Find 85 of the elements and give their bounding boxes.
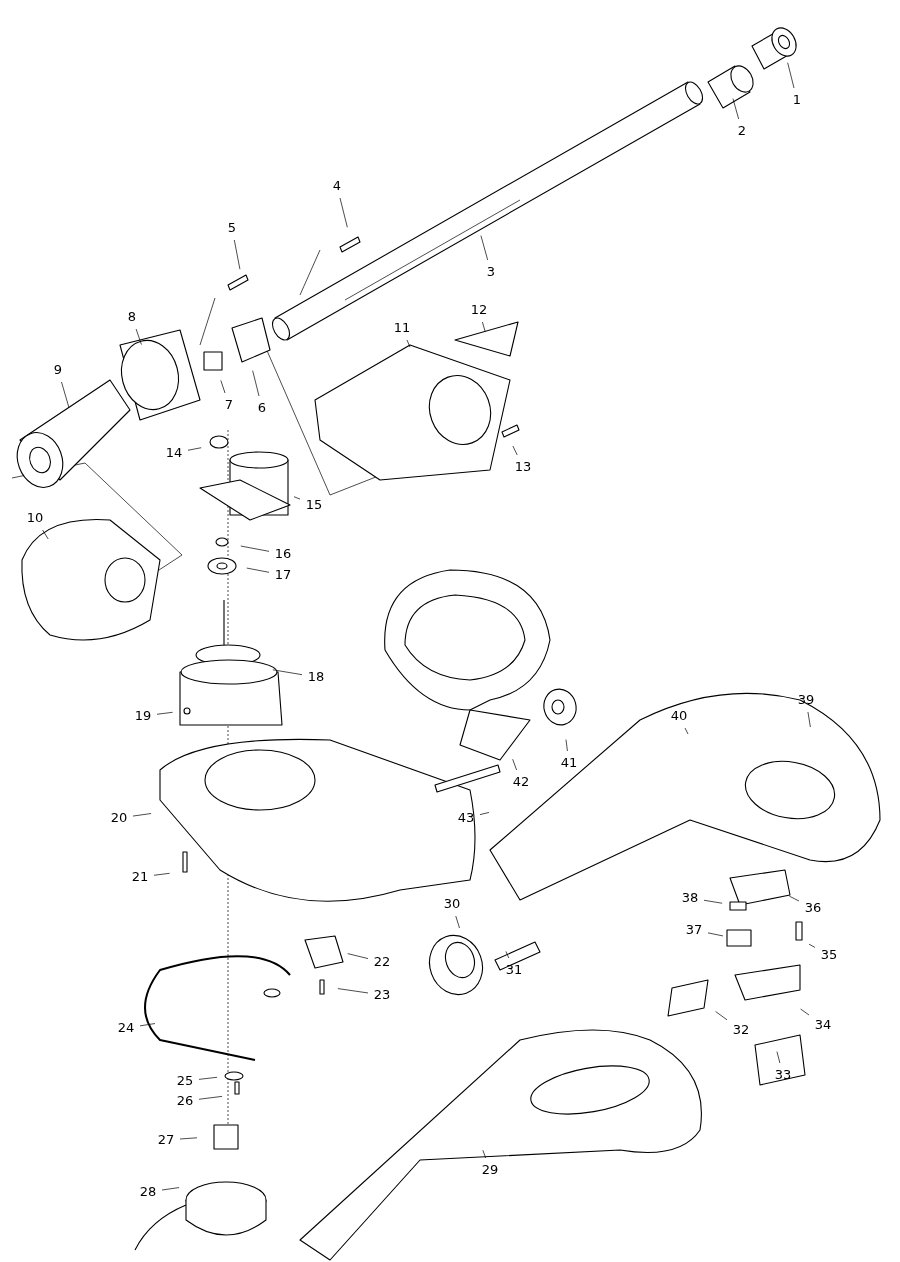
leader-line <box>42 529 49 540</box>
callout-number: 35 <box>819 947 839 963</box>
leader-line <box>789 895 800 902</box>
leader-line <box>787 62 795 89</box>
callout-number: 18 <box>306 669 326 685</box>
leader-line <box>684 727 689 735</box>
leader-line <box>272 669 303 675</box>
leader-line <box>198 1076 218 1080</box>
leader-line <box>220 380 226 394</box>
leader-line <box>479 812 490 815</box>
leader-line <box>800 1008 810 1016</box>
callout-number: 20 <box>109 810 129 826</box>
callout-number: 6 <box>256 400 268 416</box>
callout-number: 2 <box>736 123 748 139</box>
callout-number: 11 <box>392 320 412 336</box>
callout-number: 24 <box>116 1020 136 1036</box>
callout-number: 13 <box>513 459 533 475</box>
leader-line <box>480 235 489 261</box>
leader-line <box>347 953 369 959</box>
leader-line <box>135 328 142 345</box>
callout-number: 10 <box>25 510 45 526</box>
callout-number: 41 <box>559 755 579 771</box>
leader-line <box>179 1137 198 1140</box>
callout-number: 16 <box>273 546 293 562</box>
leader-line <box>153 872 170 876</box>
leader-line <box>337 988 369 994</box>
leader-line <box>240 545 270 552</box>
leader-line <box>732 98 739 120</box>
callout-number: 7 <box>223 397 235 413</box>
leader-line <box>406 339 411 348</box>
callout-number: 27 <box>156 1132 176 1148</box>
leader-line <box>455 915 460 929</box>
leader-line <box>482 321 486 332</box>
leader-line <box>707 932 724 937</box>
callout-number: 29 <box>480 1162 500 1178</box>
leader-line <box>132 813 152 817</box>
leader-line <box>233 239 241 270</box>
leader-line <box>61 381 70 408</box>
callout-number: 30 <box>442 896 462 912</box>
leader-line <box>703 899 723 904</box>
callout-number: 15 <box>304 497 324 513</box>
leader-line <box>715 1011 728 1021</box>
callout-number: 9 <box>52 362 64 378</box>
leader-line <box>807 711 811 728</box>
callout-number: 1 <box>791 92 803 108</box>
callout-number: 34 <box>813 1017 833 1033</box>
callout-number: 28 <box>138 1184 158 1200</box>
callout-number: 38 <box>680 890 700 906</box>
callout-number: 26 <box>175 1093 195 1109</box>
leader-line <box>512 445 518 456</box>
callout-number: 21 <box>130 869 150 885</box>
callout-number: 33 <box>773 1067 793 1083</box>
callout-number: 14 <box>164 445 184 461</box>
callout-number: 5 <box>226 220 238 236</box>
callout-number: 8 <box>126 309 138 325</box>
leader-line <box>482 1149 487 1159</box>
callout-number: 31 <box>504 962 524 978</box>
leader-line <box>246 567 270 573</box>
leader-line <box>252 370 260 397</box>
leader-line <box>293 496 301 500</box>
callout-number: 4 <box>331 178 343 194</box>
callout-number: 22 <box>372 954 392 970</box>
callout-number: 19 <box>133 708 153 724</box>
callout-number: 17 <box>273 567 293 583</box>
leader-line <box>808 943 816 948</box>
callout-number: 42 <box>511 774 531 790</box>
callout-number: 40 <box>669 708 689 724</box>
callout-number: 32 <box>731 1022 751 1038</box>
leader-line <box>505 951 510 959</box>
callout-number: 23 <box>372 987 392 1003</box>
callout-number: 3 <box>485 264 497 280</box>
leader-line <box>565 739 568 752</box>
leader-line <box>161 1187 180 1191</box>
callout-number: 12 <box>469 302 489 318</box>
leader-line <box>198 1096 223 1100</box>
leader-line <box>156 711 173 715</box>
leader-line <box>339 197 348 228</box>
leader-line <box>776 1051 781 1064</box>
leader-line <box>512 758 517 771</box>
callout-number: 43 <box>456 810 476 826</box>
callout-number: 37 <box>684 922 704 938</box>
leader-line <box>187 447 202 451</box>
callout-number: 25 <box>175 1073 195 1089</box>
leader-line <box>139 1023 156 1027</box>
callout-number: 36 <box>803 900 823 916</box>
